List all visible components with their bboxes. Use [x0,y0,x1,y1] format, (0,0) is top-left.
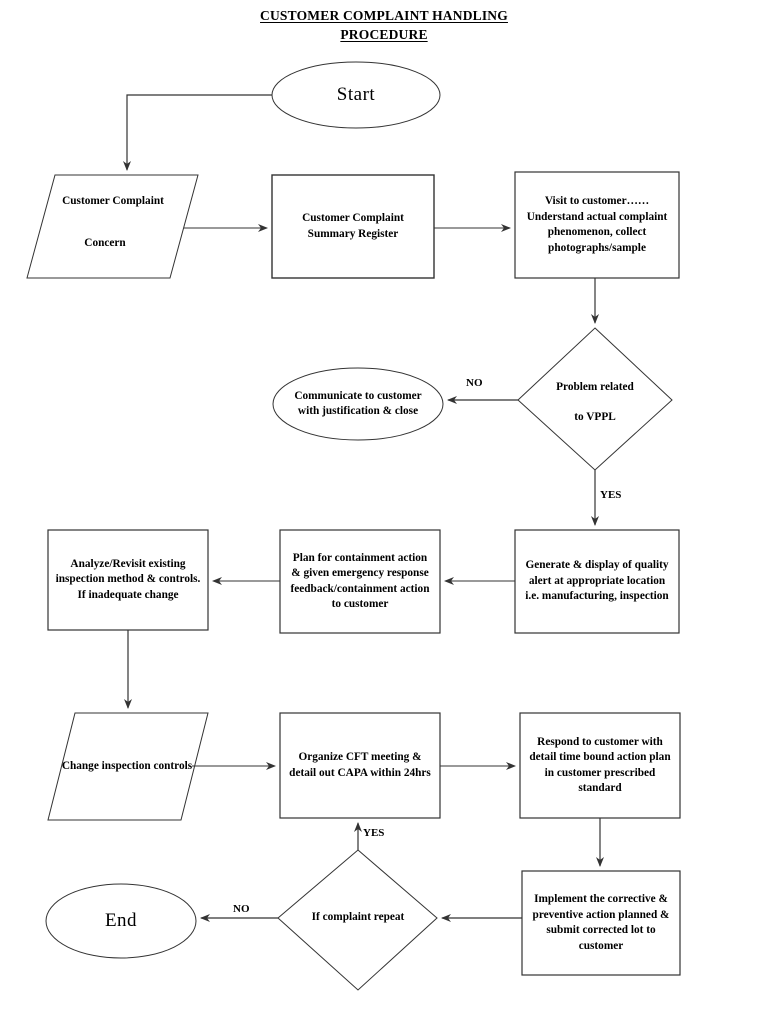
node-complaint-repeat-shape[interactable] [277,849,438,991]
node-change-controls-shape[interactable] [47,712,209,821]
node-cft-meeting-shape[interactable] [279,712,441,819]
node-visit-customer-shape[interactable] [514,171,680,279]
node-communicate-close-shape[interactable] [272,367,444,441]
node-implement-capa-shape[interactable] [521,870,681,976]
node-end-shape[interactable] [45,883,197,959]
node-complaint-concern-shape[interactable] [26,174,199,279]
title-line-2: PROCEDURE [340,27,428,42]
node-analyze-revisit-shape[interactable] [47,529,209,631]
node-start-shape[interactable] [271,61,441,129]
title-line-1: CUSTOMER COMPLAINT HANDLING [260,8,508,23]
node-containment-plan-shape[interactable] [279,529,441,634]
node-respond-customer-shape[interactable] [519,712,681,819]
page-title: CUSTOMER COMPLAINT HANDLING PROCEDURE [0,6,768,44]
edge-start-to-complaint [123,94,272,171]
node-quality-alert-shape[interactable] [514,529,680,634]
node-summary-register-shape[interactable] [271,174,435,279]
node-problem-vppl-shape[interactable] [517,327,673,471]
